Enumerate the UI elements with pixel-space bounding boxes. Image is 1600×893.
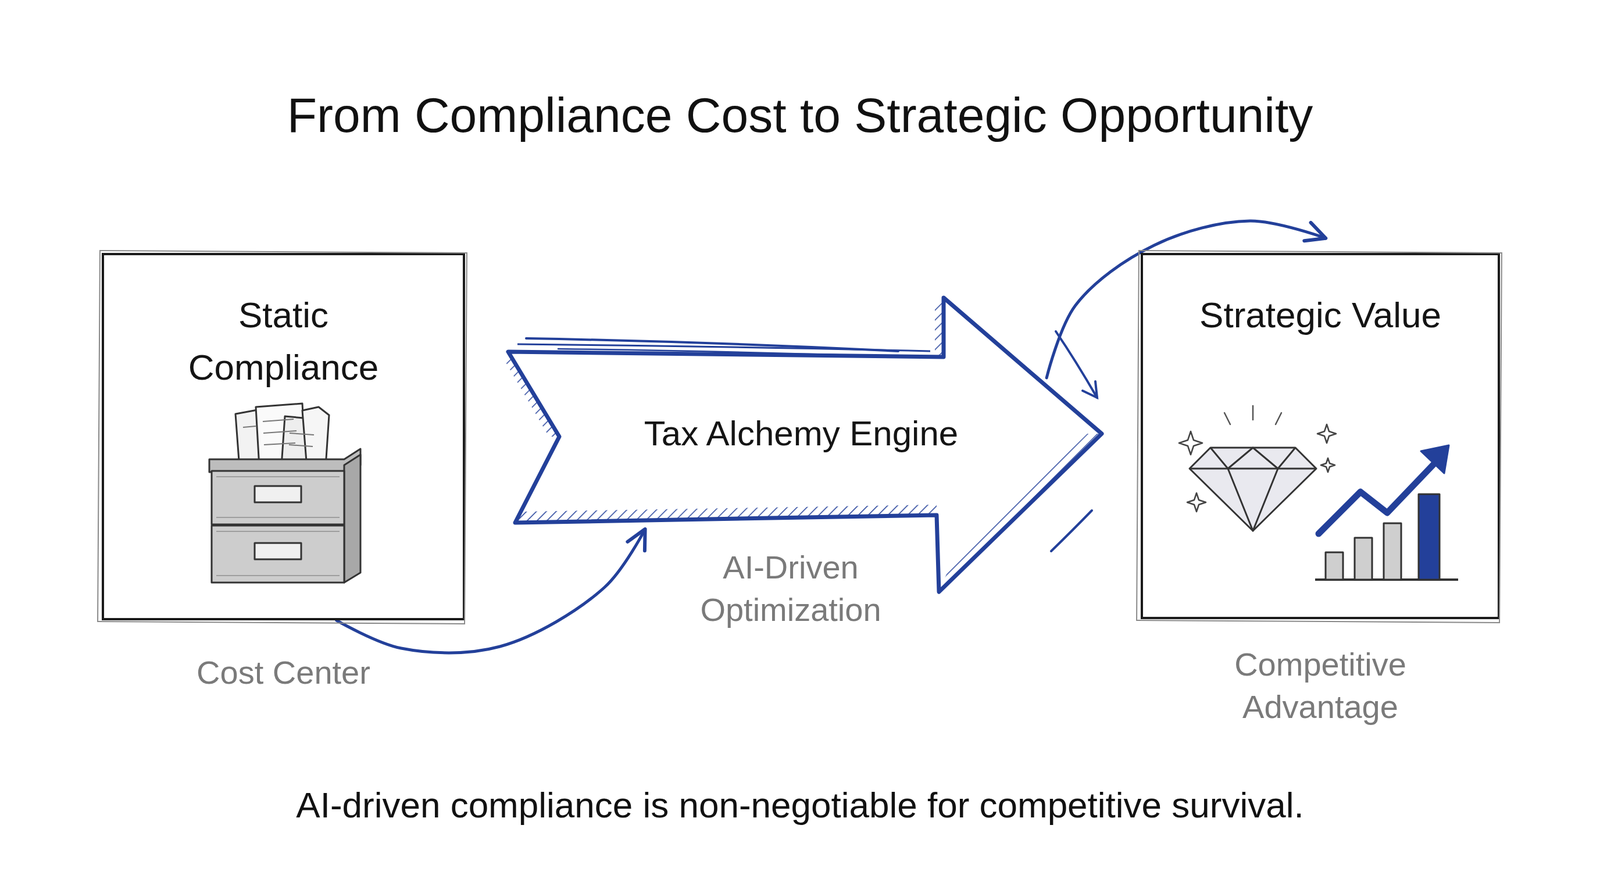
stage-box: Static ComplianceCost Center xyxy=(101,252,466,621)
diagram-caption: AI-driven compliance is non-negotiable f… xyxy=(0,783,1600,827)
node-note: AI-Driven Optimization xyxy=(680,546,902,632)
node-title: Strategic Value xyxy=(1198,288,1443,342)
node-title: Tax Alchemy Engine xyxy=(500,412,1103,455)
node-title: Static Compliance xyxy=(161,288,406,394)
diamond-icon xyxy=(1179,405,1337,531)
growth-chart-icon xyxy=(1315,445,1459,580)
stage-box: Strategic ValueCompetitive Advantage xyxy=(1140,252,1500,620)
node-note: Cost Center xyxy=(161,651,406,695)
diagram-title: From Compliance Cost to Strategic Opport… xyxy=(0,86,1600,145)
engine-arrow: Tax Alchemy EngineAI-Driven Optimization xyxy=(500,290,1105,634)
arrow-sketch-stroke xyxy=(517,344,931,352)
node-note: Competitive Advantage xyxy=(1209,643,1431,729)
flow-arrow xyxy=(336,529,646,653)
filing-cabinet-icon xyxy=(209,403,361,583)
